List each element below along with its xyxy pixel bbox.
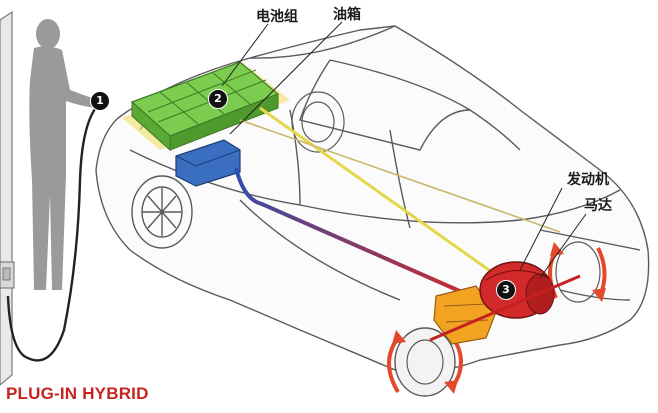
person-silhouette [29, 19, 98, 291]
fuel-tank [175, 139, 241, 187]
leader-lines [221, 21, 587, 279]
front-left-wheel [131, 175, 193, 249]
marker-engine: 3 [496, 280, 516, 300]
marker-battery: 2 [208, 89, 228, 109]
energy-flow-lines [234, 106, 561, 302]
marker-charge-plug: 1 [90, 91, 110, 111]
battery-pack [122, 61, 290, 152]
motor-label: 马达 [584, 198, 612, 214]
charging-station [0, 10, 15, 386]
fuel-tank-label: 油箱 [333, 7, 361, 23]
diagram-title: PLUG-IN HYBRID [6, 384, 149, 403]
charging-cable [6, 102, 101, 362]
rear-wheel-back [291, 91, 345, 153]
battery-label: 电池组 [256, 9, 298, 25]
drive-shaft [429, 274, 581, 342]
engine-label: 发动机 [567, 172, 609, 188]
transmission [433, 285, 497, 345]
